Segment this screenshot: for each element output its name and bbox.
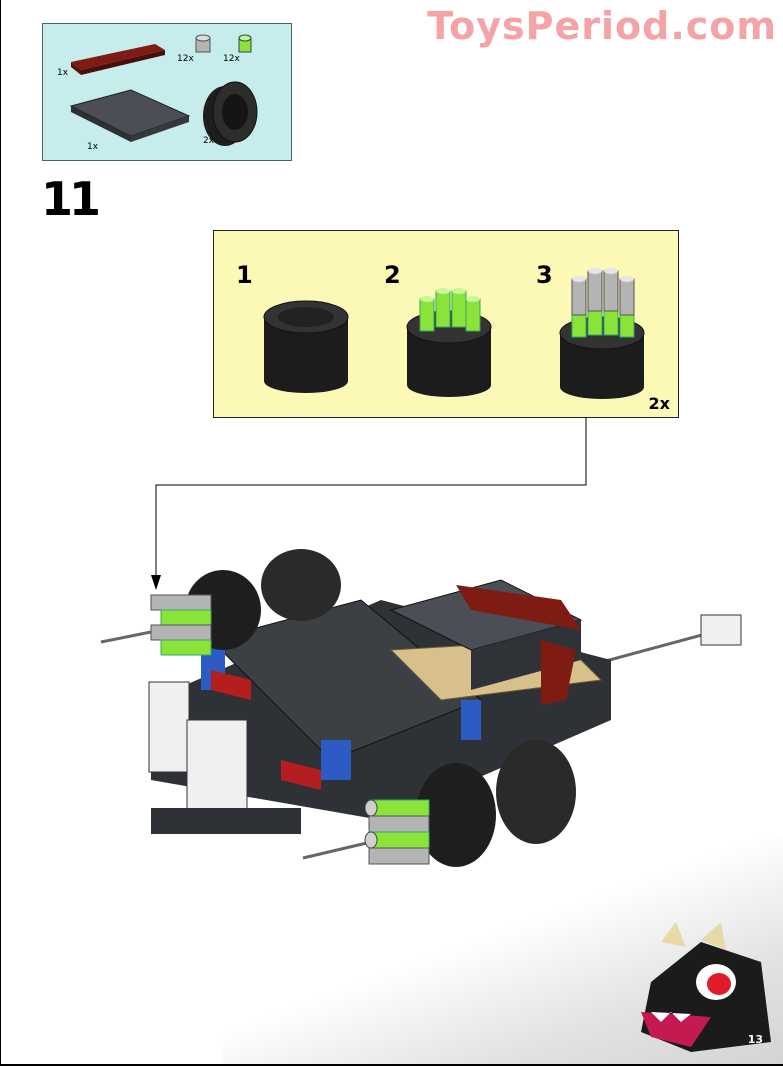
qty-gray-plate: 1x [87,142,99,152]
substep-label-2: 2 [384,261,401,289]
page-bottom-border [1,1064,783,1066]
gray-round-brick-part [195,34,211,53]
dragon-mascot-icon [641,922,771,1052]
substep-label-3: 3 [536,261,553,289]
qty-red-plate: 1x [57,68,69,78]
parts-list-box: 1x 12x 12x 1x 2x [42,23,292,161]
substep-wheel-1 [263,300,349,393]
wheel-part [203,81,258,146]
parts-illustration [69,34,258,146]
substep-illustration [263,268,645,399]
page-number: 13 [747,1033,763,1046]
watermark-text: ToysPeriod.com [427,4,777,48]
gray-plate-part [69,89,191,142]
substep-multiplier: 2x [648,394,670,413]
lime-round-brick-part [238,34,252,53]
substep-label-1: 1 [236,261,253,289]
red-plate-part [71,44,165,75]
qty-wheel: 2x [203,136,215,146]
qty-gray-round-brick: 12x [177,54,194,64]
qty-lime-round-brick: 12x [223,54,240,64]
substep-wheel-3 [559,268,645,399]
substep-box: 1 2 3 [213,230,679,418]
substep-wheel-2 [406,288,492,397]
step-number: 11 [41,172,101,226]
